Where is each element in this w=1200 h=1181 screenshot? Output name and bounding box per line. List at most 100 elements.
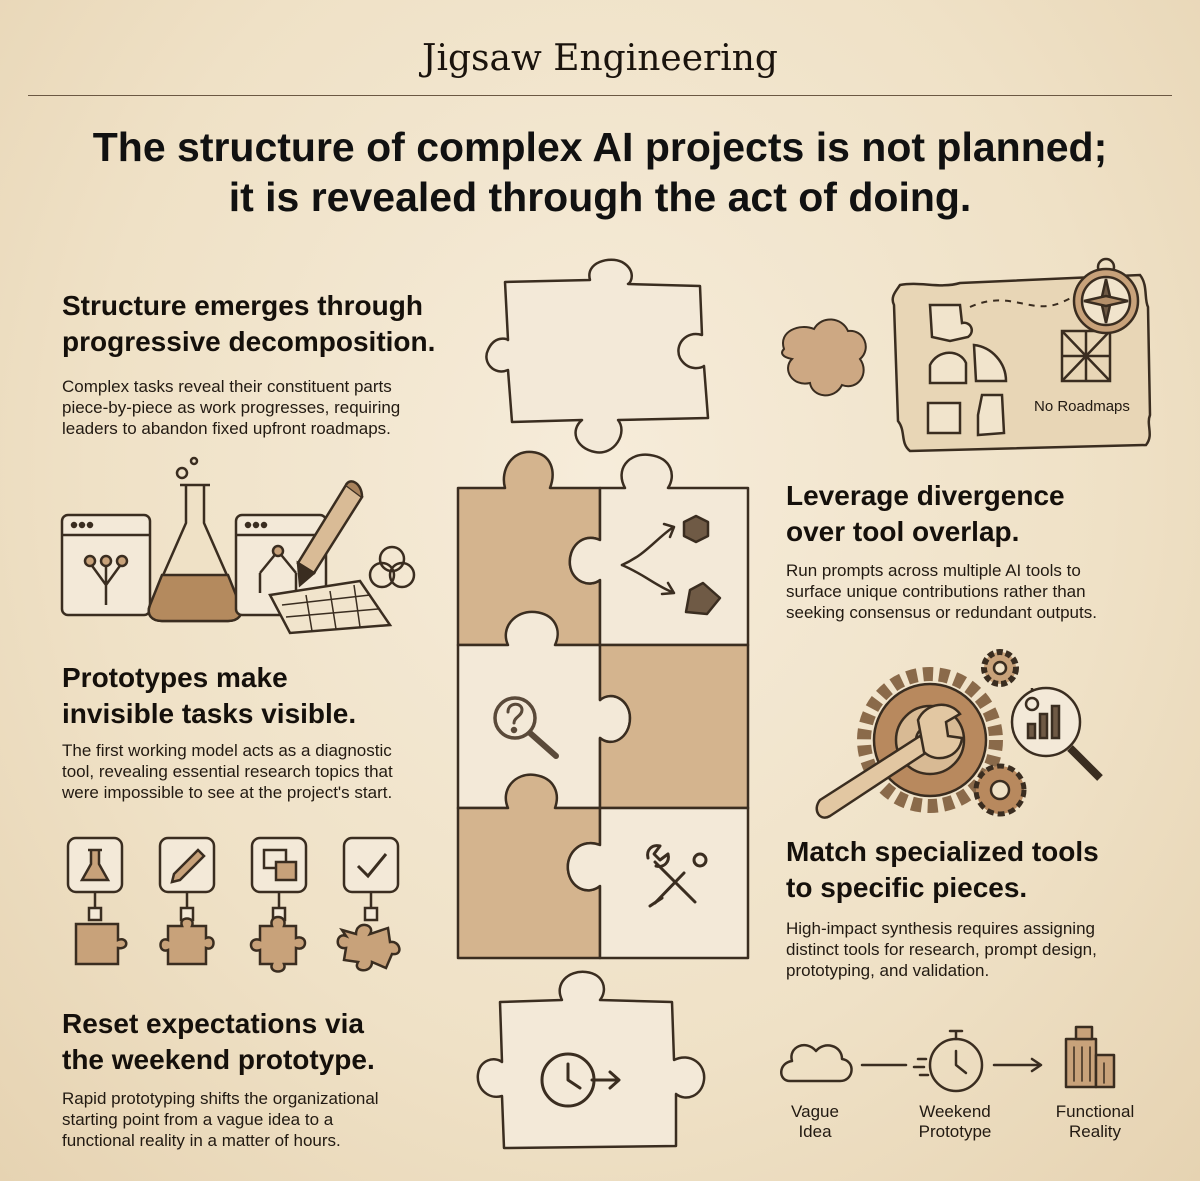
section-title-line: Match specialized tools (786, 836, 1099, 867)
puzzle-piece-step-3 (249, 915, 307, 973)
map-piece-shape (928, 303, 973, 343)
flask-step-icon (66, 836, 124, 922)
map-piece-shape (926, 401, 962, 435)
section-body: The first working model acts as a diagno… (62, 740, 482, 803)
flow-label-line: Prototype (918, 1122, 992, 1141)
flow-label-line: Reality (1069, 1122, 1121, 1141)
section-body: Complex tasks reveal their constituent p… (62, 376, 482, 439)
pencil-step-icon (158, 836, 216, 922)
lightbulb-icon (1024, 688, 1040, 712)
flow-label-vague-idea: Vague Idea (770, 1102, 860, 1142)
section-body-line: seeking consensus or redundant outputs. (786, 603, 1097, 622)
section-body-line: High-impact synthesis requires assigning (786, 919, 1095, 938)
flow-label-line: Functional (1055, 1102, 1135, 1121)
puzzle-blob-shape (781, 318, 867, 397)
medium-gear-icon (973, 763, 1027, 817)
section-title-line: Reset expectations via (62, 1008, 364, 1039)
section-body-line: functional reality in a matter of hours. (62, 1131, 341, 1150)
puzzle-piece-step-1 (74, 922, 128, 966)
section-weekend: Reset expectations via the weekend proto… (62, 1006, 482, 1151)
section-body-line: Complex tasks reveal their constituent p… (62, 377, 392, 396)
section-body-line: starting point from a vague idea to a (62, 1110, 334, 1129)
title-divider (28, 95, 1172, 96)
pencil-icon (296, 480, 364, 588)
section-body: Rapid prototyping shifts the organizatio… (62, 1088, 482, 1151)
section-title: Structure emerges through progressive de… (62, 288, 482, 360)
blueprint-sheet-icon (268, 579, 393, 635)
building-icon (1064, 1025, 1116, 1089)
section-title-line: to specific pieces. (786, 872, 1028, 903)
puzzle-piece-r3-right (566, 806, 750, 960)
divergence-arrow-icon (620, 522, 676, 596)
venn-icon (368, 545, 416, 589)
flow-label-weekend-prototype: Weekend Prototype (905, 1102, 1005, 1142)
section-body-line: prototyping, and validation. (786, 961, 990, 980)
headline-line-1: The structure of complex AI projects is … (92, 124, 1108, 170)
section-title: Reset expectations via the weekend proto… (62, 1006, 482, 1078)
puzzle-piece-bottom (476, 970, 706, 1150)
process-icon-row (66, 836, 401, 973)
tools-icon (646, 844, 708, 908)
section-title: Match specialized tools to specific piec… (786, 834, 1186, 906)
hexagon-icon (682, 514, 710, 544)
roadmap-illustration: No Roadmaps (781, 257, 1152, 453)
section-prototypes: Prototypes make invisible tasks visible.… (62, 660, 482, 803)
shape-icon (684, 581, 722, 616)
section-body: Run prompts across multiple AI tools to … (786, 560, 1186, 623)
compass-icon (1072, 257, 1140, 335)
map-label: No Roadmaps (1034, 398, 1130, 415)
section-decomposition: Structure emerges through progressive de… (62, 288, 482, 439)
puzzle-piece-step-2 (159, 917, 215, 966)
no-road-icon (1060, 329, 1112, 383)
section-title-line: over tool overlap. (786, 516, 1020, 547)
wrench-icon (815, 703, 964, 819)
section-title: Leverage divergence over tool overlap. (786, 478, 1186, 550)
section-title-line: Prototypes make (62, 662, 288, 693)
map-piece-shape (976, 393, 1006, 437)
section-body-line: surface unique contributions rather than (786, 582, 1086, 601)
section-specialized: Match specialized tools to specific piec… (786, 834, 1186, 981)
section-title-line: progressive decomposition. (62, 326, 436, 357)
flow-label-line: Vague (791, 1102, 839, 1121)
section-title-line: Leverage divergence (786, 480, 1065, 511)
section-title: Prototypes make invisible tasks visible. (62, 660, 482, 732)
lab-illustration (60, 456, 416, 635)
stopwatch-icon (912, 1029, 984, 1093)
headline: The structure of complex AI projects is … (40, 122, 1160, 222)
clock-arrow-icon (540, 1052, 621, 1108)
search-question-icon (493, 696, 559, 759)
map-piece-shape (928, 351, 968, 385)
flow-label-line: Weekend (919, 1102, 991, 1121)
flow-label-functional-reality: Functional Reality (1040, 1102, 1150, 1142)
section-divergence: Leverage divergence over tool overlap. R… (786, 478, 1186, 623)
gears-illustration (815, 649, 1103, 819)
magnifier-chart-icon (1010, 686, 1103, 781)
section-body-line: Rapid prototyping shifts the organizatio… (62, 1089, 379, 1108)
section-body-line: were impossible to see at the project's … (62, 783, 393, 802)
section-body-line: leaders to abandon fixed upfront roadmap… (62, 419, 391, 438)
headline-line-2: it is revealed through the act of doing. (228, 174, 972, 220)
section-title-line: Structure emerges through (62, 290, 423, 321)
section-body-line: The first working model acts as a diagno… (62, 741, 392, 760)
browser-window-icon (234, 513, 328, 617)
browser-window-icon (60, 513, 152, 617)
checkmark-step-icon (342, 836, 400, 922)
puzzle-piece-top (485, 258, 710, 454)
section-title-line: the weekend prototype. (62, 1044, 375, 1075)
app-title: Jigsaw Engineering (422, 38, 778, 79)
section-body-line: piece-by-piece as work progresses, requi… (62, 398, 401, 417)
flask-icon (147, 456, 243, 623)
section-body: High-impact synthesis requires assigning… (786, 918, 1186, 981)
puzzle-piece-step-4 (336, 923, 401, 972)
small-gear-icon (981, 649, 1019, 687)
cloud-icon (780, 1043, 853, 1083)
flow-diagram (780, 1025, 1116, 1093)
flow-label-line: Idea (798, 1122, 832, 1141)
map-piece-shape (972, 343, 1008, 383)
section-body-line: Run prompts across multiple AI tools to (786, 561, 1081, 580)
puzzle-piece-r2-right (598, 643, 750, 810)
section-title-line: invisible tasks visible. (62, 698, 357, 729)
windows-step-icon (250, 836, 308, 922)
section-body-line: tool, revealing essential research topic… (62, 762, 393, 781)
